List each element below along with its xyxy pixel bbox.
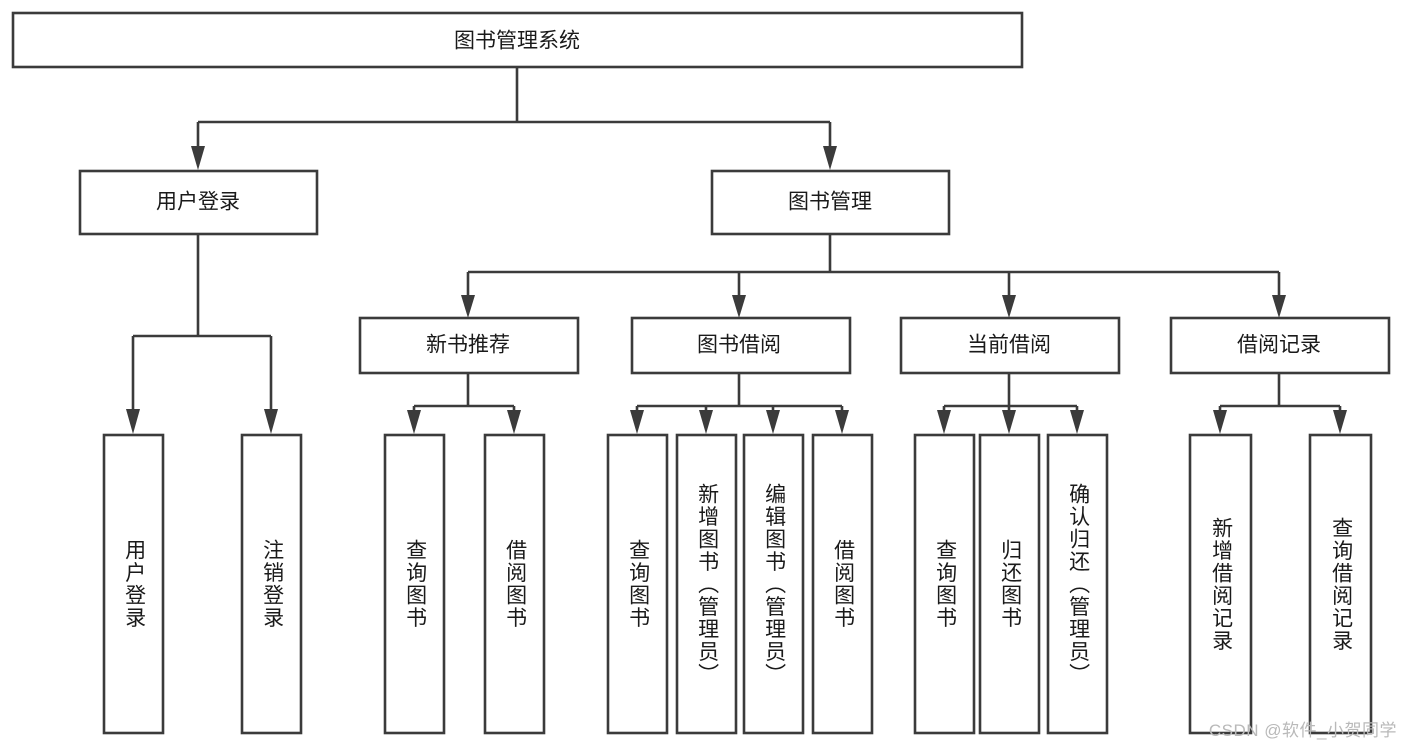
- arrow-head-icon: [1213, 410, 1227, 434]
- arrow-head-icon: [191, 146, 205, 170]
- arrow-head-icon: [507, 410, 521, 434]
- arrow-head-icon: [630, 410, 644, 434]
- arrow-head-icon: [1272, 295, 1286, 318]
- edges-group: [126, 67, 1347, 434]
- node-book-management[interactable]: [710, 169, 951, 236]
- label-borrow-record: 借阅记录: [1237, 334, 1321, 357]
- arrow-head-icon: [126, 409, 140, 434]
- node-leaf-edit-book-admin[interactable]: [742, 433, 805, 735]
- arrow-head-icon: [732, 295, 746, 318]
- label-book-management: 图书管理: [788, 191, 872, 214]
- arrow-head-icon: [1002, 295, 1016, 318]
- node-leaf-add-book-admin[interactable]: [675, 433, 738, 735]
- node-borrow-record[interactable]: [1169, 316, 1391, 375]
- arrow-head-icon: [1002, 410, 1016, 434]
- label-user-login: 用户登录: [156, 191, 240, 214]
- node-leaf-logout[interactable]: [240, 433, 303, 735]
- node-root-book-management-system[interactable]: [11, 11, 1024, 69]
- arrow-head-icon: [823, 146, 837, 170]
- arrow-head-icon: [699, 410, 713, 434]
- arrow-head-icon: [1333, 410, 1347, 434]
- label-current-borrow: 当前借阅: [967, 334, 1051, 357]
- node-leaf-query-book-1[interactable]: [383, 433, 446, 735]
- nodes-group: [11, 11, 1391, 735]
- horizontal-labels-group: 图书管理系统 用户登录 图书管理 新书推荐 图书借阅 当前借阅 借阅记录: [156, 30, 1321, 357]
- arrow-head-icon: [835, 410, 849, 434]
- node-user-login[interactable]: [78, 169, 319, 236]
- watermark: CSDN @软件_小贺同学: [1208, 721, 1397, 740]
- node-current-borrow[interactable]: [899, 316, 1121, 375]
- node-leaf-query-book-3[interactable]: [913, 433, 976, 735]
- node-leaf-borrow-book-2[interactable]: [811, 433, 874, 735]
- node-leaf-confirm-return-admin[interactable]: [1046, 433, 1109, 735]
- node-leaf-query-borrow-record[interactable]: [1308, 433, 1373, 735]
- arrow-head-icon: [407, 410, 421, 434]
- arrow-head-icon: [1070, 410, 1084, 434]
- label-new-book-recommend: 新书推荐: [426, 334, 510, 357]
- label-book-borrow: 图书借阅: [697, 334, 781, 357]
- node-leaf-add-borrow-record[interactable]: [1188, 433, 1253, 735]
- node-new-book-recommend[interactable]: [358, 316, 580, 375]
- node-leaf-borrow-book-1[interactable]: [483, 433, 546, 735]
- node-leaf-return-book[interactable]: [978, 433, 1041, 735]
- arrow-head-icon: [264, 409, 278, 434]
- node-leaf-query-book-2[interactable]: [606, 433, 669, 735]
- label-root: 图书管理系统: [454, 30, 580, 53]
- arrow-head-icon: [461, 295, 475, 318]
- node-book-borrow[interactable]: [630, 316, 852, 375]
- arrow-head-icon: [937, 410, 951, 434]
- node-leaf-user-login[interactable]: [102, 433, 165, 735]
- arrow-head-icon: [766, 410, 780, 434]
